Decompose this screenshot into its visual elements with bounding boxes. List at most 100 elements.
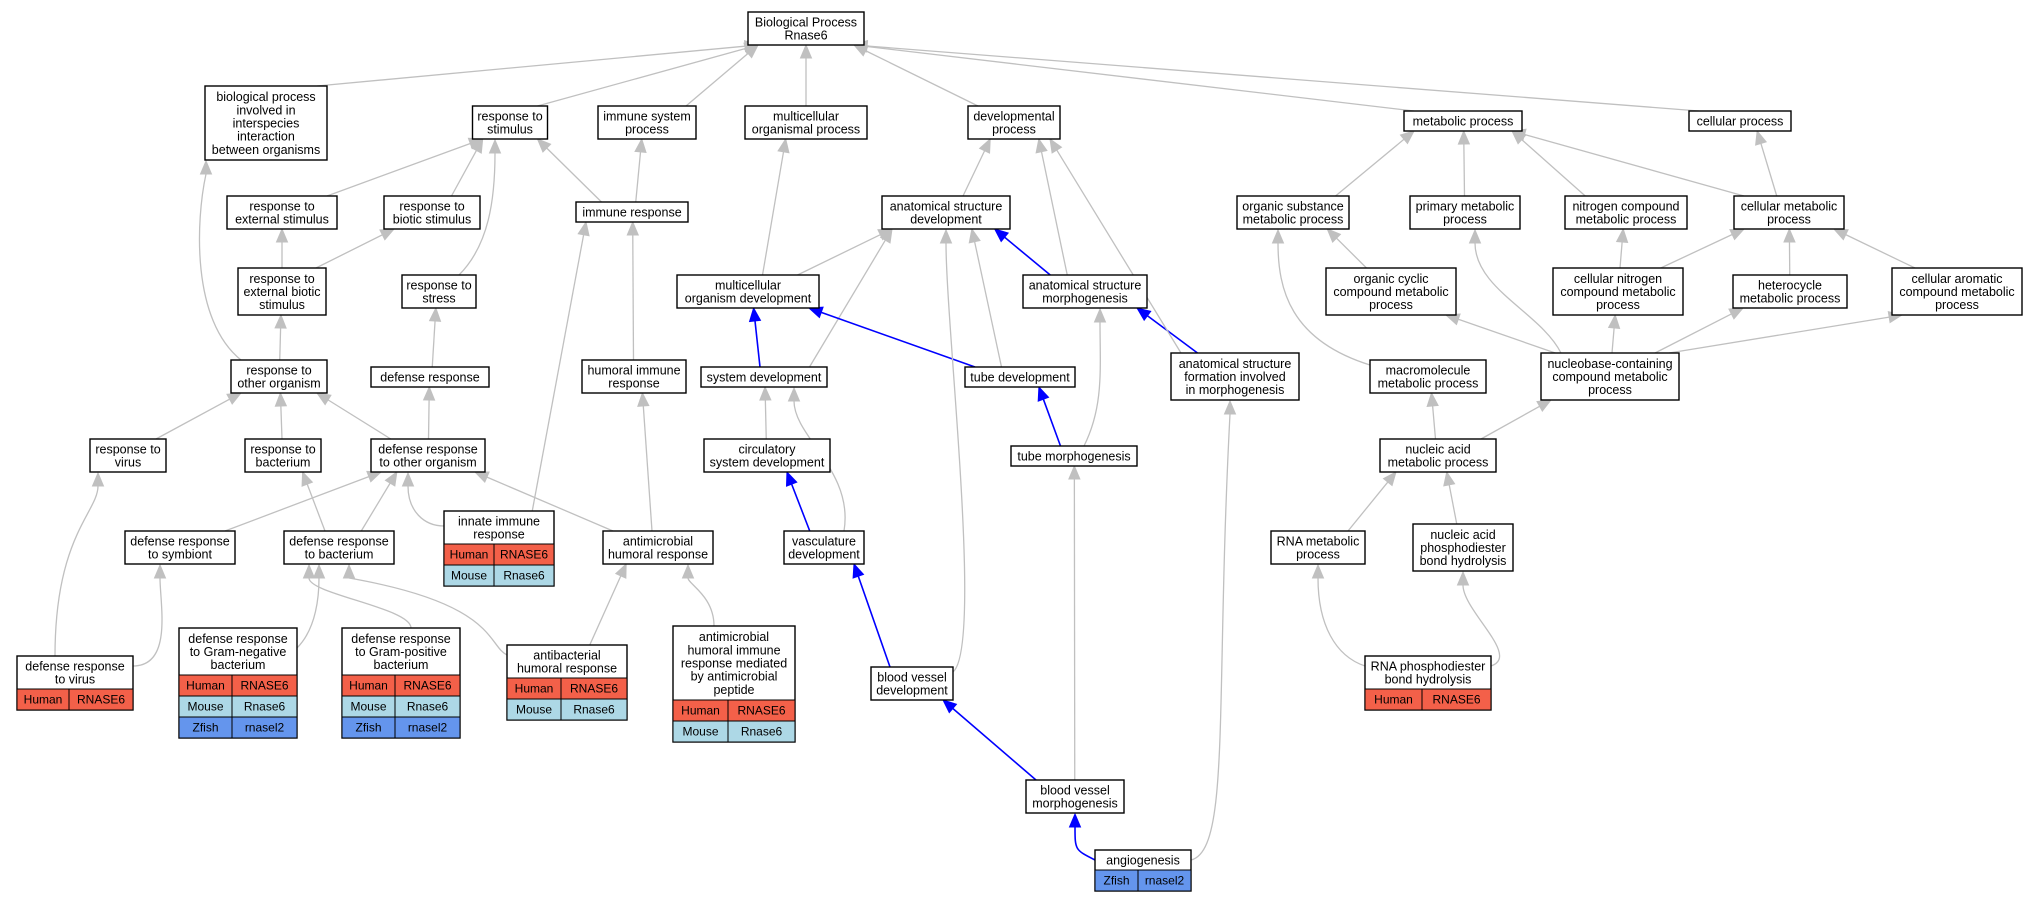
term-label-line: response to bbox=[399, 199, 464, 213]
term-node-metabolic[interactable]: metabolic process bbox=[1403, 110, 1523, 132]
term-label-line: in morphogenesis bbox=[1186, 383, 1285, 397]
edge-anat_formation-to-anat_morph bbox=[1135, 307, 1198, 354]
term-label-line: humoral immune bbox=[587, 363, 680, 377]
term-node-defense-resp[interactable]: defense response bbox=[370, 366, 490, 388]
gene-label: RNASE6 bbox=[77, 693, 125, 707]
term-label-line: Rnase6 bbox=[784, 29, 827, 43]
term-label-line: other organism bbox=[237, 377, 320, 391]
species-label: Human bbox=[186, 679, 225, 693]
species-label: Mouse bbox=[451, 569, 487, 583]
term-label-line: by antimicrobial bbox=[691, 670, 778, 684]
term-label-line: tube morphogenesis bbox=[1017, 450, 1130, 464]
edge-anat_morph-to-dev_proc bbox=[1035, 137, 1068, 276]
species-label: Mouse bbox=[350, 700, 386, 714]
edge-def_bacterium-to-def_other_org bbox=[360, 470, 398, 532]
edge-immune_sys-to-root bbox=[685, 44, 759, 107]
term-node-tube-dev[interactable]: tube development bbox=[964, 366, 1076, 388]
term-node-tube-morph[interactable]: tube morphogenesis bbox=[1010, 445, 1138, 467]
term-box bbox=[575, 201, 689, 223]
term-label-line: compound metabolic bbox=[1333, 285, 1448, 299]
term-label-line: development bbox=[876, 684, 948, 698]
term-label-line: defense response bbox=[188, 632, 287, 646]
term-label-line: system development bbox=[707, 371, 822, 385]
edge-vasculature_dev-to-circ_sys_dev bbox=[785, 470, 811, 532]
species-label: Mouse bbox=[516, 703, 552, 717]
term-label-line: involved in bbox=[236, 103, 295, 117]
edge-def_other_org-to-resp_other_org bbox=[315, 392, 392, 440]
term-label-line: response bbox=[473, 528, 524, 542]
term-label-line: stimulus bbox=[487, 123, 533, 137]
term-box bbox=[124, 530, 236, 565]
term-node-immune-resp[interactable]: immune response bbox=[575, 201, 689, 223]
edge-antibacterial_humoral-to-def_bacterium bbox=[342, 563, 508, 656]
term-label-line: antibacterial bbox=[533, 648, 600, 662]
term-box bbox=[1552, 267, 1684, 316]
term-label-line: immune system bbox=[603, 109, 691, 123]
term-label-line: organism development bbox=[685, 292, 812, 306]
edge-def_other_org-to-defense_resp bbox=[422, 385, 436, 440]
term-node-system-dev[interactable]: system development bbox=[700, 366, 828, 388]
term-label-line: to virus bbox=[55, 673, 95, 687]
edge-antimicrobial_humoral-to-humoral_immune bbox=[637, 391, 653, 532]
term-box bbox=[1369, 359, 1487, 394]
term-box bbox=[1325, 267, 1457, 316]
term-label-line: external stimulus bbox=[235, 213, 329, 227]
term-label-line: system development bbox=[710, 456, 825, 470]
edge-cellular_proc-to-root bbox=[852, 39, 1700, 112]
edge-def_gram_neg-to-def_bacterium bbox=[296, 563, 326, 649]
term-box bbox=[744, 105, 868, 140]
term-node-cellular-proc[interactable]: cellular process bbox=[1688, 110, 1792, 132]
term-box bbox=[703, 438, 831, 473]
term-label-line: defense response bbox=[378, 442, 477, 456]
